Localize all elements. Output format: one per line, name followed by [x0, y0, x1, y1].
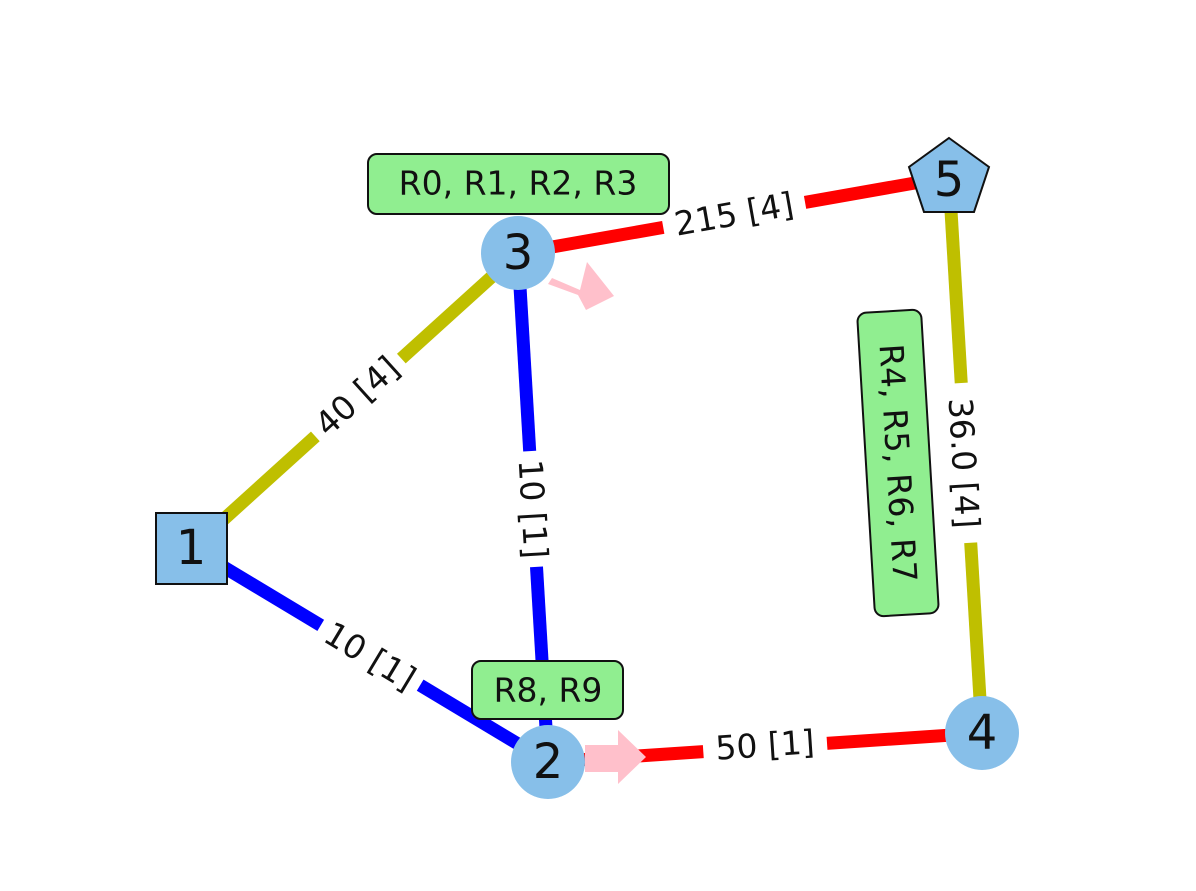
edge-label-3-2-text: 10 [1] — [511, 458, 556, 559]
edge-label-1-3: 40 [4] — [299, 341, 415, 451]
node-3: 3 — [481, 216, 555, 290]
node-2-label: 2 — [533, 734, 564, 790]
edge-label-1-3-text: 40 [4] — [307, 348, 407, 444]
edge-label-5-4-text: 36.0 [4] — [941, 397, 988, 530]
edge-label-2-4-text: 50 [1] — [714, 722, 816, 767]
node-3-label: 3 — [503, 225, 534, 281]
node-5: 5 — [907, 136, 991, 213]
node-1: 1 — [155, 512, 228, 585]
flow-arrow-3 — [548, 262, 614, 310]
edge-label-1-2-text: 10 [1] — [317, 614, 422, 699]
node-1-label: 1 — [176, 520, 207, 576]
group-box-r8-r9: R8, R9 — [471, 660, 624, 720]
node-4: 4 — [945, 696, 1019, 770]
edge-label-5-4: 36.0 [4] — [938, 381, 990, 545]
edge-label-1-2: 10 [1] — [309, 608, 431, 704]
group-label-r8-r9: R8, R9 — [494, 671, 603, 710]
node-2: 2 — [511, 725, 585, 799]
node-4-label: 4 — [967, 705, 998, 761]
group-label-r0-r3: R0, R1, R2, R3 — [399, 164, 638, 203]
edge-label-3-2: 10 [1] — [508, 449, 558, 569]
group-box-r4-r7: R4, R5, R6, R7 — [856, 308, 940, 618]
node-5-label: 5 — [934, 152, 965, 208]
edge-label-3-5: 215 [4] — [659, 180, 809, 248]
edge-label-2-4: 50 [1] — [701, 719, 829, 771]
flow-arrow-2 — [585, 730, 646, 784]
group-box-r0-r3: R0, R1, R2, R3 — [367, 153, 670, 215]
